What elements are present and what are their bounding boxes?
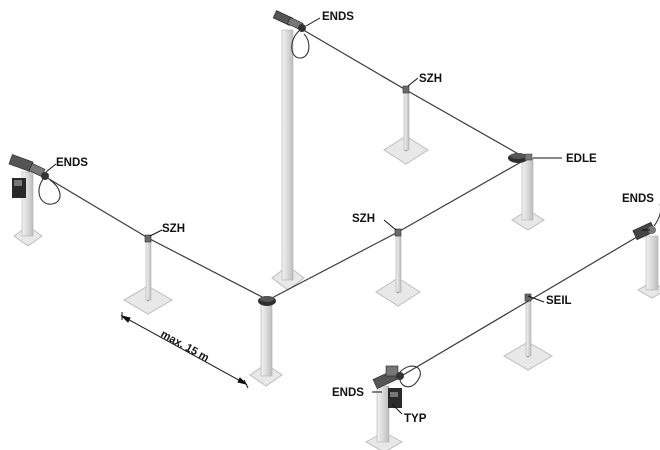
dimension-line <box>120 312 249 389</box>
intermediate-bracket-icon <box>524 293 532 302</box>
label-edle: EDLE <box>566 153 597 165</box>
label-ends-top: ENDS <box>322 11 354 23</box>
label-szh-mid: SZH <box>352 213 375 225</box>
label-ends-left: ENDS <box>56 157 88 169</box>
intermediate-brackets <box>144 85 532 302</box>
corner-bracket-icon <box>258 296 276 306</box>
post-icon <box>21 171 34 237</box>
cable-seil <box>397 233 643 379</box>
tag-plate-icon <box>14 180 22 186</box>
end-anchor-icon <box>272 10 310 59</box>
post-icon <box>376 385 390 443</box>
corner-bracket-icon <box>508 153 533 163</box>
label-szh-top: SZH <box>419 73 442 85</box>
post-icon <box>521 157 534 221</box>
label-ends-bottom: ENDS <box>332 387 364 399</box>
intermediate-bracket-icon <box>144 234 152 243</box>
base-plates <box>13 135 660 450</box>
intermediate-bracket-icon <box>394 228 402 237</box>
dimension-label: max. 15 m <box>159 328 212 364</box>
label-typ: TYP <box>404 413 427 425</box>
label-ends-right: ENDS <box>622 193 654 205</box>
cable-top-run <box>299 27 523 157</box>
label-szh-left: SZH <box>162 223 185 235</box>
intermediate-bracket-icon <box>402 85 410 94</box>
tag-plate-icon <box>388 388 402 408</box>
end-anchors <box>8 10 660 408</box>
posts <box>21 29 659 443</box>
cables <box>43 27 643 379</box>
end-anchor-icon <box>632 204 660 241</box>
post-icon <box>395 233 402 293</box>
end-anchor-icon <box>8 154 61 205</box>
label-seil: SEIL <box>546 295 572 307</box>
post-icon <box>403 91 410 151</box>
post-icon <box>281 29 294 281</box>
corner-brackets <box>258 153 533 306</box>
end-anchor-icon <box>372 365 421 390</box>
post-icon <box>645 235 659 291</box>
leader-lines <box>45 17 650 415</box>
post-icon <box>145 239 152 301</box>
post-icon <box>525 297 532 357</box>
post-icon <box>260 303 273 377</box>
